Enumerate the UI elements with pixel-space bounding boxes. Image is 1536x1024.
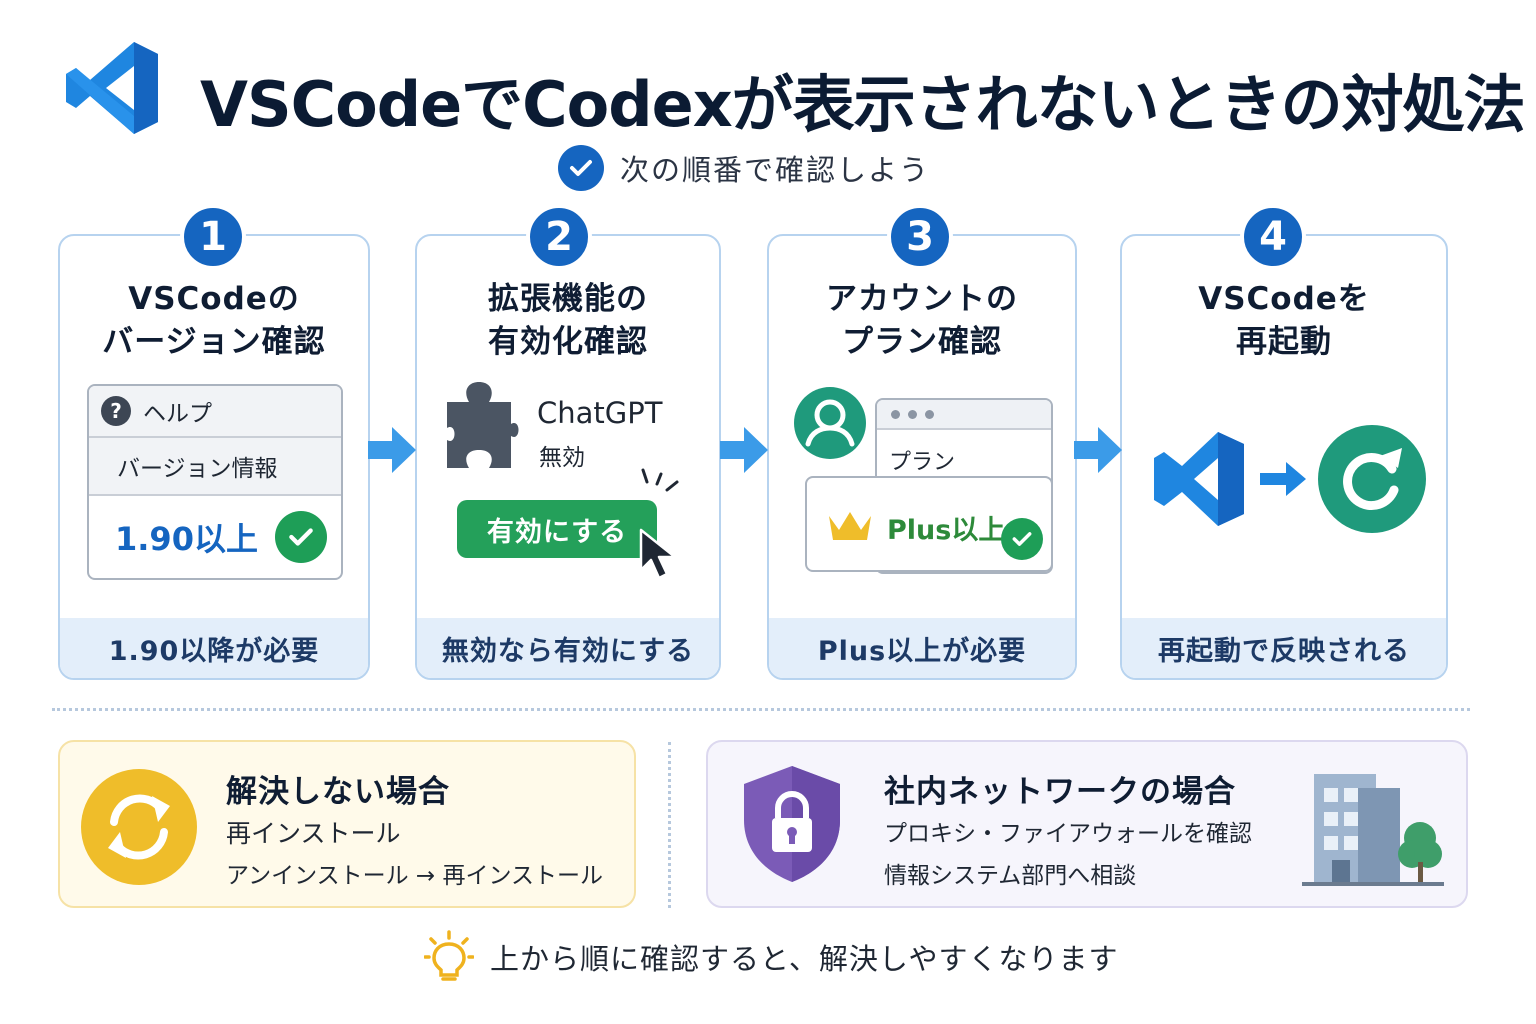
user-avatar-icon [794,387,866,459]
check-circle-icon [558,145,604,191]
step-card-3: アカウントの プラン確認 プラン Plus以上 Plus以上が必要 [767,234,1077,680]
restart-icon [1318,425,1426,533]
extension-state: 無効 [539,445,585,471]
check-circle-icon [1001,518,1043,560]
step-2-footer: 無効なら有効にする [417,618,719,678]
plan-label: プラン [889,450,956,475]
step-card-1: VSCodeの バージョン確認 ? ヘルプ バージョン情報 1.90以上 1.9… [58,234,370,680]
corporate-line-1: プロキシ・ファイアウォールを確認 [884,821,1252,847]
crown-icon [829,512,871,540]
office-building-icon [1302,774,1444,886]
vertical-divider [668,742,671,908]
unresolved-title: 解決しない場合 [226,774,450,810]
step-card-4: VSCodeを 再起動 再起動で反映される [1120,234,1448,680]
step-3-title: アカウントの プラン確認 [826,281,1018,360]
shield-lock-icon [744,766,840,882]
extension-name: ChatGPT [537,396,663,430]
step-number-3: 3 [887,204,953,270]
step-4-title: VSCodeを 再起動 [1198,281,1370,360]
arrow-right-icon [1260,462,1306,496]
corporate-title: 社内ネットワークの場合 [884,774,1236,810]
step-3-footer: Plus以上が必要 [769,618,1075,678]
subtitle-text: 次の順番で確認しよう [620,153,931,187]
step-1-title: VSCodeの バージョン確認 [102,281,326,360]
corporate-line-2: 情報システム部門へ相談 [884,863,1137,889]
step-2-title: 拡張機能の 有効化確認 [488,281,648,360]
arrow-right-icon [368,427,416,473]
lightbulb-icon [424,930,474,981]
step-number-4: 4 [1240,204,1306,270]
help-menu: ? ヘルプ バージョン情報 1.90以上 [87,384,343,580]
menu-version-info[interactable]: バージョン情報 [89,438,341,496]
step-1-footer: 1.90以降が必要 [60,618,368,678]
check-circle-icon [275,511,327,563]
sync-icon [81,769,197,885]
subtitle: 次の順番で確認しよう [558,144,930,192]
plan-value: Plus以上 [887,515,1006,546]
restart-illustration [1154,425,1426,533]
enable-button[interactable]: 有効にする [457,500,657,558]
step-number-2: 2 [526,204,592,270]
menu-help[interactable]: ? ヘルプ [89,386,341,438]
step-number-1: 1 [180,204,246,270]
step-card-2: 拡張機能の 有効化確認 ChatGPT 無効 有効にする 無効なら有効にする [415,234,721,680]
arrow-right-icon [720,427,768,473]
vscode-logo-icon [66,42,158,134]
tip: 上から順に確認すると、解決しやすくなります [424,930,1119,984]
page-title: VSCodeでCodexが表示されないときの対処法 [200,68,1526,141]
horizontal-divider [52,708,1470,711]
puzzle-icon [447,382,519,468]
unresolved-box: 解決しない場合 再インストール アンインストール → 再インストール [58,740,636,908]
step-4-footer: 再起動で反映される [1122,618,1446,678]
arrow-right-icon [1074,427,1122,473]
cursor-icon [639,528,677,580]
unresolved-line-1: 再インストール [226,819,401,848]
question-icon: ? [101,396,131,426]
click-spark-icon [641,468,679,492]
version-value: 1.90以上 [115,520,258,558]
window-titlebar [877,400,1051,430]
unresolved-line-2: アンインストール → 再インストール [226,863,604,889]
vscode-logo-icon [1154,432,1244,526]
tip-text: 上から順に確認すると、解決しやすくなります [490,942,1119,976]
version-row: 1.90以上 [89,496,341,578]
corporate-network-box: 社内ネットワークの場合 プロキシ・ファイアウォールを確認 情報システム部門へ相談 [706,740,1468,908]
